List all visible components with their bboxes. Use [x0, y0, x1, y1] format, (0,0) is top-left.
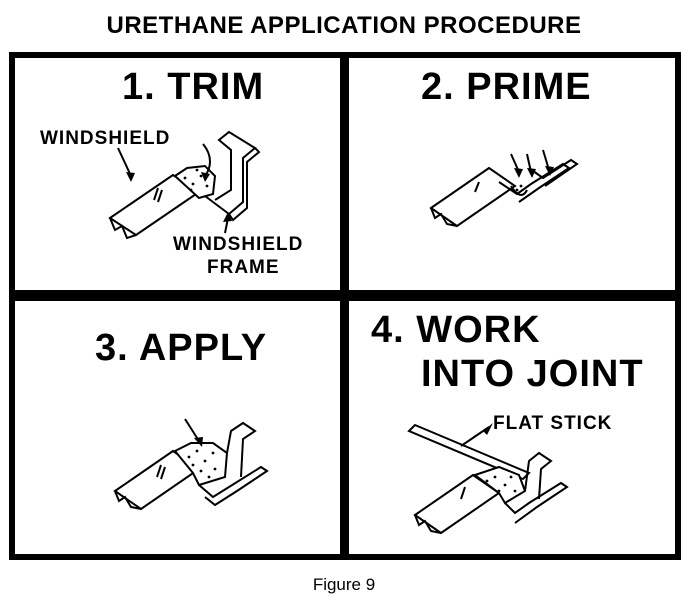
step-4-heading-line1: 4. WORK — [371, 309, 541, 351]
windshield-frame-label-line2: FRAME — [207, 257, 280, 278]
prime-illustration — [429, 149, 579, 228]
vertical-divider — [340, 52, 349, 560]
figure-caption: Figure 9 — [312, 575, 376, 594]
panel-trim: 1. TRIM WINDSHIELD WINDSHIELD FRAME — [15, 58, 340, 290]
flat-stick-label: FLAT STICK — [493, 413, 613, 434]
panel-apply: 3. APPLY — [15, 301, 340, 554]
step-2-heading: 2. PRIME — [421, 66, 592, 108]
panel-work-into-joint: 4. WORK INTO JOINT FLAT STICK — [349, 301, 675, 554]
windshield-label: WINDSHIELD — [40, 128, 171, 149]
page-title: URETHANE APPLICATION PROCEDURE — [106, 12, 582, 39]
panel-prime: 2. PRIME — [349, 58, 675, 290]
work-into-joint-illustration — [407, 423, 569, 535]
trim-illustration — [108, 130, 261, 240]
step-4-heading-line2: INTO JOINT — [421, 353, 644, 395]
windshield-frame-label-line1: WINDSHIELD — [173, 234, 304, 255]
apply-illustration — [113, 418, 269, 511]
step-3-heading: 3. APPLY — [95, 327, 268, 369]
step-1-heading: 1. TRIM — [122, 66, 265, 108]
horizontal-divider — [9, 290, 681, 301]
